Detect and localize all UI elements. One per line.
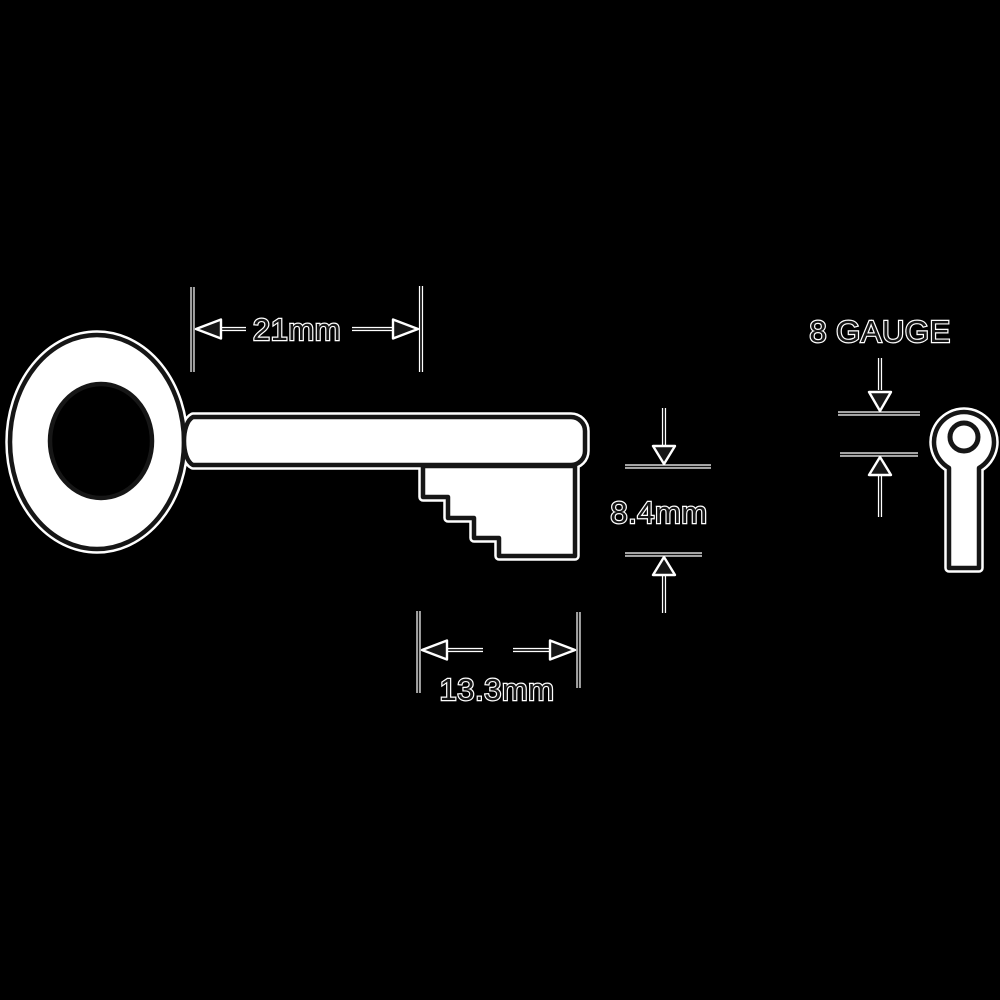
key-shaft xyxy=(184,417,585,465)
bit-depth-label: 8.4mm xyxy=(610,495,707,530)
key-side-view xyxy=(934,412,994,568)
bit-width-label: 13.3mm xyxy=(440,672,555,707)
shaft-length-label: 21mm xyxy=(253,312,341,347)
side-view-hole xyxy=(947,420,981,454)
gauge-label: 8 GAUGE xyxy=(809,314,950,349)
key-bow-hole xyxy=(47,381,155,501)
key-front-view xyxy=(7,332,585,556)
dimension-arrowheads xyxy=(194,318,893,661)
